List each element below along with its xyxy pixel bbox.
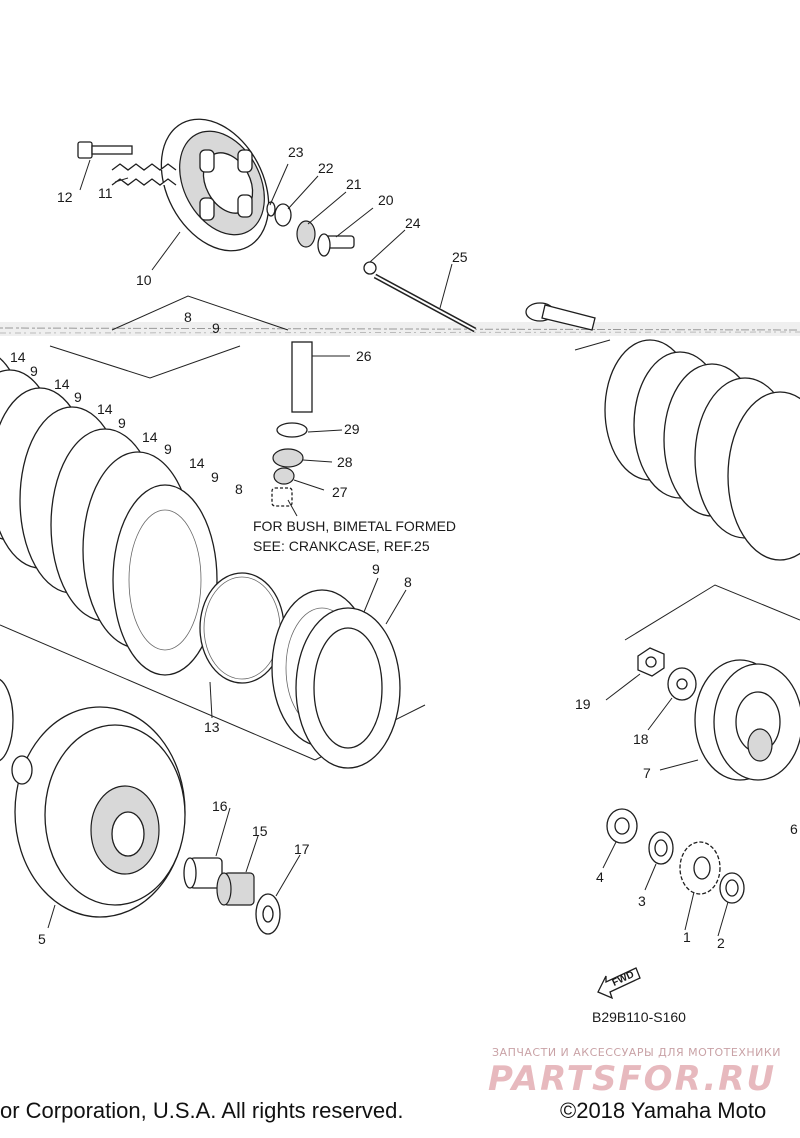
copyright-right: ©2018 Yamaha Moto xyxy=(560,1098,766,1123)
callout-9e: 9 xyxy=(164,441,172,457)
callout-24: 24 xyxy=(405,215,421,231)
diagram-code: B29B110-S160 xyxy=(592,1009,686,1025)
fwd-arrow: FWD xyxy=(597,967,641,1000)
callout-3: 3 xyxy=(638,893,646,909)
clutch-disc-stack-right xyxy=(604,339,800,561)
callout-23: 23 xyxy=(288,144,304,160)
callout-14a: 14 xyxy=(10,349,26,365)
needle-bearing-part-15 xyxy=(216,872,255,906)
lock-washer-part-18 xyxy=(667,667,697,701)
callout-11: 11 xyxy=(98,185,113,201)
callout-13: 13 xyxy=(204,719,220,735)
pressure-plate-part-10 xyxy=(160,118,270,252)
callout-15: 15 xyxy=(252,823,268,839)
callout-21: 21 xyxy=(346,176,362,192)
callout-14b: 14 xyxy=(54,376,70,392)
washer-part-3 xyxy=(648,831,674,865)
callout-10: 10 xyxy=(136,272,152,288)
lever-top-right xyxy=(525,302,596,331)
copyright-bar: or Corporation, U.S.A. All rights reserv… xyxy=(0,1098,766,1123)
gear-part-1 xyxy=(679,841,721,895)
clutch-spring-part-11 xyxy=(111,163,177,186)
watermark: ЗАПЧАСТИ И АКСЕССУАРЫ ДЛЯ МОТОТЕХНИКИ PA… xyxy=(488,1046,781,1099)
callout-numbers: 1 2 3 4 5 6 7 8 8 8 9 9 9 9 9 9 9 10 11 … xyxy=(10,144,798,951)
callout-9g: 9 xyxy=(372,561,380,577)
note-line-1: FOR BUSH, BIMETAL FORMED xyxy=(253,518,456,534)
callout-20: 20 xyxy=(378,192,394,208)
copyright-left: or Corporation, U.S.A. All rights reserv… xyxy=(0,1098,404,1123)
callout-1: 1 xyxy=(683,929,691,945)
collar-part-16 xyxy=(183,857,223,889)
callout-8b: 8 xyxy=(235,481,243,497)
callout-9f: 9 xyxy=(211,469,219,485)
leader-lines xyxy=(47,159,729,937)
thrust-washer-part-17 xyxy=(255,893,281,935)
callout-14e: 14 xyxy=(189,455,205,471)
callout-22: 22 xyxy=(318,160,334,176)
callout-18: 18 xyxy=(633,731,649,747)
callout-28: 28 xyxy=(337,454,353,470)
callout-7: 7 xyxy=(643,765,651,781)
nut-part-19 xyxy=(637,647,665,677)
clutch-disc-stack-left xyxy=(0,357,218,676)
bushing-part-2 xyxy=(719,872,745,904)
callout-26: 26 xyxy=(356,348,372,364)
clutch-plate-part-8 xyxy=(295,607,401,769)
watermark-tagline: ЗАПЧАСТИ И АКСЕССУАРЫ ДЛЯ МОТОТЕХНИКИ xyxy=(492,1046,781,1059)
note-line-2: SEE: CRANKCASE, REF.25 xyxy=(253,538,430,554)
callout-6: 6 xyxy=(790,821,798,837)
bolt-part-12 xyxy=(77,141,133,159)
callout-9d: 9 xyxy=(118,415,126,431)
callout-9c: 9 xyxy=(74,389,82,405)
callout-5: 5 xyxy=(38,931,46,947)
push-rod-group-20-25 xyxy=(266,201,477,333)
callout-2: 2 xyxy=(717,935,725,951)
callout-8a: 8 xyxy=(184,309,192,325)
callout-27: 27 xyxy=(332,484,348,500)
bearing-group-27-29 xyxy=(271,422,308,507)
callout-17: 17 xyxy=(294,841,310,857)
clutch-housing-part-5 xyxy=(14,706,186,918)
callout-4: 4 xyxy=(596,869,604,885)
callout-14c: 14 xyxy=(97,401,113,417)
edge-parts-left xyxy=(0,678,33,785)
callout-9a: 9 xyxy=(212,320,220,336)
callout-25: 25 xyxy=(452,249,468,265)
callout-14d: 14 xyxy=(142,429,158,445)
callout-29: 29 xyxy=(344,421,360,437)
callout-19: 19 xyxy=(575,696,591,712)
watermark-logo: PARTSFOR.RU xyxy=(488,1059,776,1099)
spacer-part-4 xyxy=(606,808,638,844)
callout-9b: 9 xyxy=(30,363,38,379)
scan-noise-band xyxy=(0,322,800,336)
note-block: FOR BUSH, BIMETAL FORMED SEE: CRANKCASE,… xyxy=(253,518,456,554)
callout-8c: 8 xyxy=(404,574,412,590)
clutch-boss-part-7 xyxy=(694,659,800,781)
callout-16: 16 xyxy=(212,798,228,814)
shaft-part-26 xyxy=(291,341,313,413)
callout-12: 12 xyxy=(57,189,73,205)
